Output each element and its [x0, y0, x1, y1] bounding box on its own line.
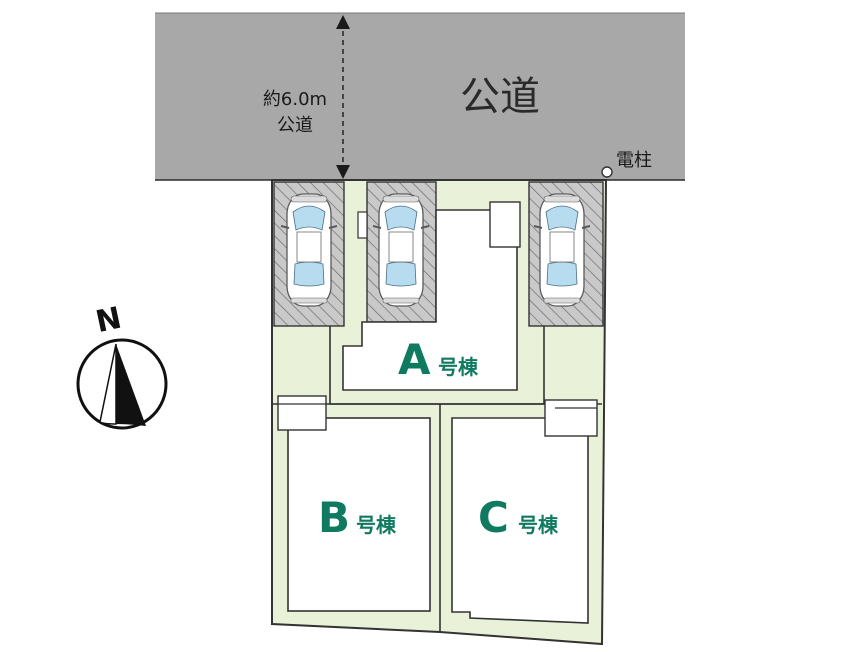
utility-pole: 電柱	[601, 150, 652, 178]
house-c-letter: C	[478, 493, 509, 542]
house-a: A 号棟	[342, 201, 521, 391]
house-b-suffix: 号棟	[356, 513, 397, 537]
car-icon	[372, 193, 430, 307]
compass-needle-icon	[116, 344, 146, 426]
house-b-entrance	[277, 395, 327, 431]
lot-a-boundary	[329, 326, 545, 405]
utility-pole-icon	[601, 166, 613, 178]
house-c-suffix: 号棟	[518, 513, 559, 537]
road-width-label: 約6.0m	[263, 89, 327, 110]
parking-space-2	[366, 181, 437, 323]
house-a-entrance	[489, 201, 521, 248]
house-b-letter: B	[318, 493, 350, 542]
parking-space-1	[273, 181, 345, 327]
compass-north-label: N	[93, 301, 125, 340]
public-road: 公道 約6.0m 公道	[155, 12, 685, 181]
house-b: B 号棟	[277, 395, 431, 612]
house-a-letter: A	[398, 335, 431, 384]
utility-pole-label: 電柱	[616, 150, 652, 171]
house-a-footprint	[342, 209, 518, 391]
house-a-suffix: 号棟	[438, 355, 479, 379]
house-b-footprint	[287, 417, 431, 612]
road-width-sublabel: 公道	[277, 115, 313, 136]
north-compass: N	[76, 301, 168, 430]
road-label: 公道	[460, 74, 540, 120]
car-icon	[280, 193, 338, 307]
parking-space-3	[528, 181, 604, 327]
car-icon	[533, 193, 591, 307]
house-c-entrance	[544, 399, 598, 437]
house-a-porch	[357, 211, 368, 239]
road-surface	[155, 13, 685, 180]
house-c: C 号棟	[451, 399, 598, 624]
